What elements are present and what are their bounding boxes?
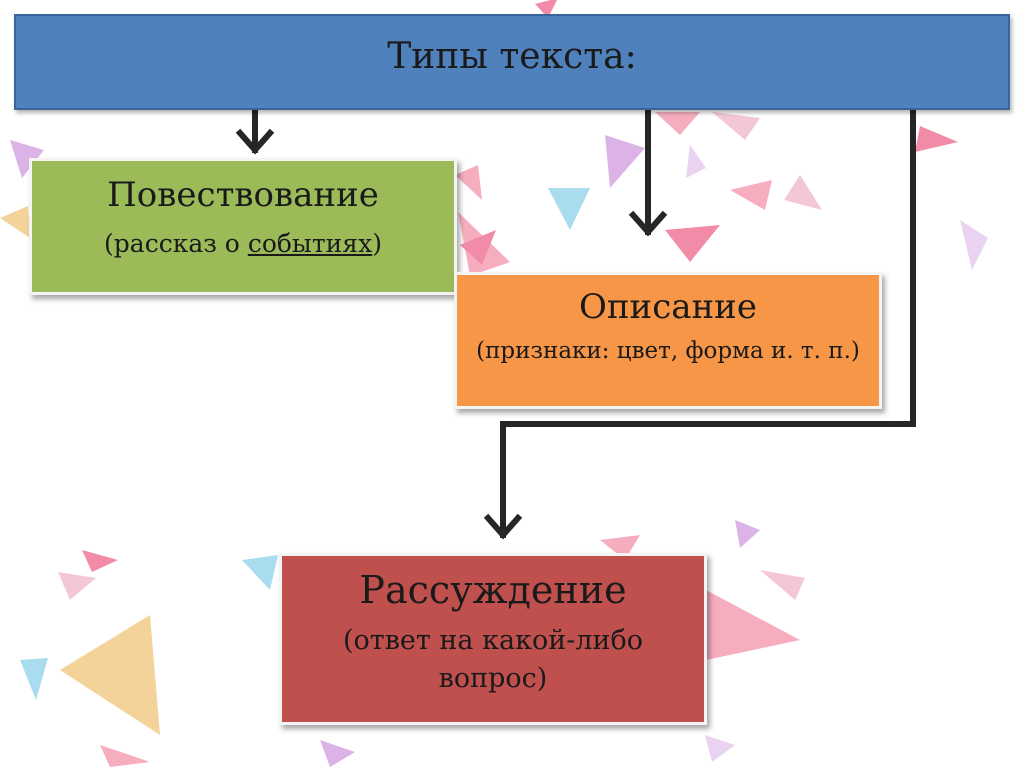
narration-desc-close: ): [372, 229, 382, 258]
narration-label: Повествование: [107, 175, 379, 215]
confetti-triangle: [460, 230, 496, 265]
confetti-triangle: [665, 225, 720, 262]
confetti-triangle: [600, 535, 640, 560]
confetti-triangle: [60, 615, 160, 735]
arrowhead-description: [628, 210, 668, 237]
confetti-triangle: [58, 572, 96, 600]
description-text: (признаки: цвет, форма и. т. п.): [476, 338, 860, 364]
confetti-triangle: [100, 745, 150, 767]
confetti-triangle: [535, 0, 557, 18]
confetti-triangle: [605, 135, 645, 188]
confetti-triangle: [706, 590, 800, 660]
title-box: Типы текста:: [14, 14, 1010, 110]
arrowhead-reasoning: [483, 513, 523, 540]
confetti-triangle: [960, 220, 988, 270]
confetti-triangle: [735, 520, 760, 548]
confetti-triangle: [760, 570, 805, 600]
confetti-triangle: [242, 555, 278, 590]
connector-line-reasoning: [500, 107, 916, 538]
confetti-triangle: [82, 550, 118, 572]
narration-desc-underlined: событиях: [247, 229, 373, 258]
reasoning-text: (ответ на какой-либо вопрос): [343, 625, 643, 694]
confetti-triangle: [712, 112, 760, 140]
narration-description: (рассказ о событиях): [32, 229, 454, 258]
confetti-triangle: [686, 145, 706, 178]
confetti-triangle: [784, 175, 822, 210]
reasoning-box: Рассуждение (ответ на какой-либо вопрос): [279, 553, 707, 725]
narration-box: Повествование (рассказ о событиях): [29, 158, 457, 295]
confetti-triangle: [455, 165, 482, 200]
arrowhead-narration: [235, 128, 275, 155]
confetti-triangle: [655, 112, 700, 135]
narration-desc-open: (рассказ о: [104, 229, 248, 258]
confetti-triangle: [548, 188, 590, 230]
description-box: Описание (признаки: цвет, форма и. т. п.…: [454, 272, 882, 409]
confetti-triangle: [705, 735, 735, 762]
confetti-triangle: [915, 126, 958, 152]
confetti-triangle: [320, 740, 355, 767]
confetti-triangle: [20, 658, 48, 700]
confetti-triangle: [730, 180, 772, 210]
confetti-triangle: [10, 140, 44, 178]
diagram-title: Типы текста:: [387, 36, 637, 77]
confetti-triangle: [0, 206, 30, 238]
reasoning-label: Рассуждение: [359, 568, 627, 612]
description-label: Описание: [579, 287, 757, 327]
